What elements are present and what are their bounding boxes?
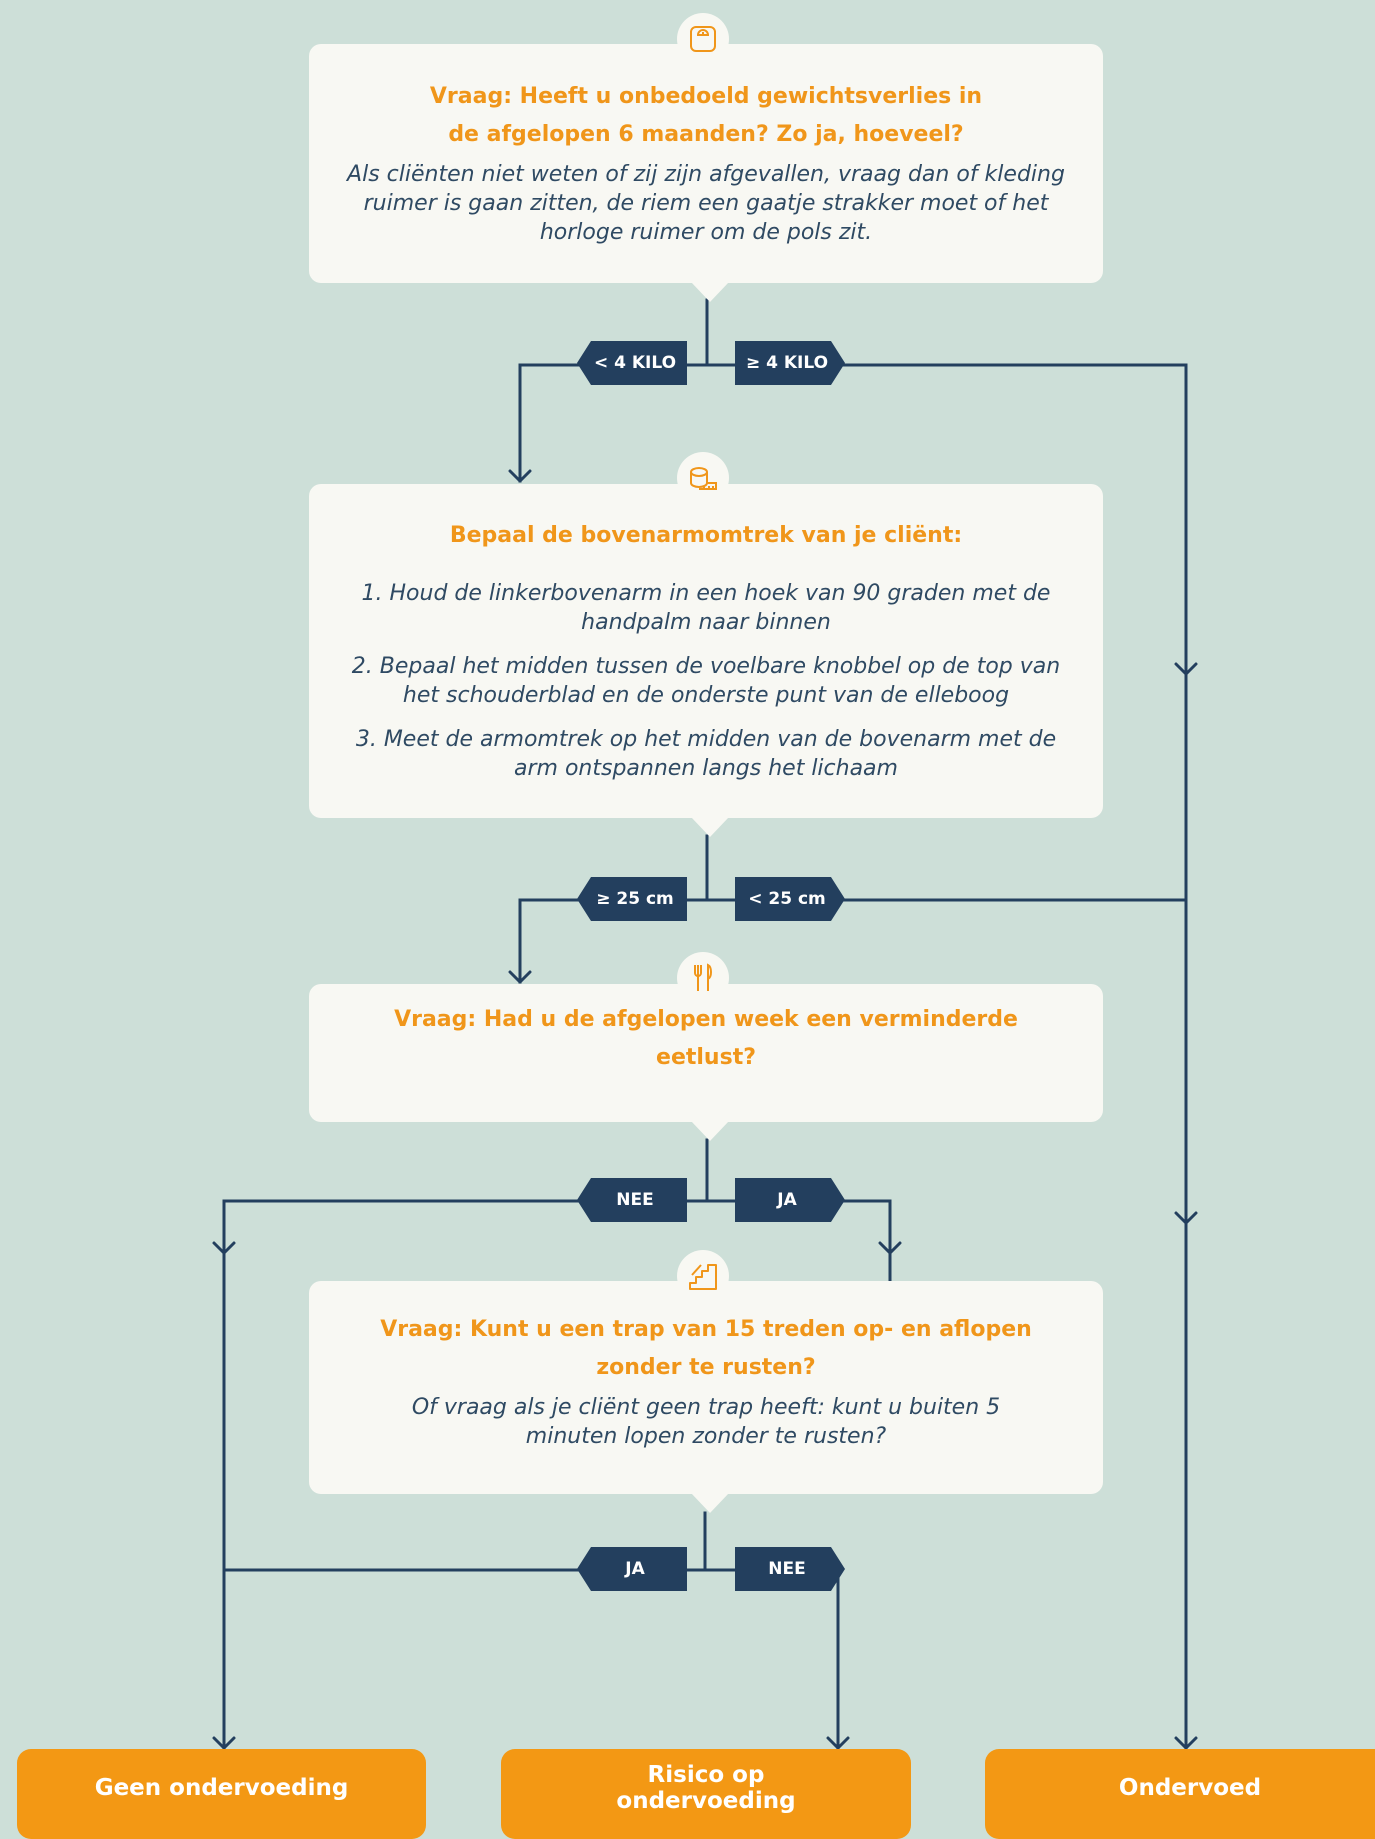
step-stairs-question: Vraag: Kunt u een trap van 15 treden op-… (380, 1317, 1032, 1380)
arm-instructions-list: 1. Houd de linkerbovenarm in een hoek va… (309, 579, 1103, 783)
arrowhead (508, 469, 532, 483)
arm-instruction: 1. Houd de linkerbovenarm in een hoek va… (361, 581, 1051, 635)
step-weight-note: Als cliënten niet weten of zij zijn afge… (347, 162, 1065, 245)
arm-instruction: 2. Bepaal het midden tussen de voelbare … (351, 654, 1061, 708)
card-pointer (691, 282, 729, 302)
arm-instruction: 3. Meet de armomtrek op het midden van d… (355, 727, 1057, 781)
fork-knife-icon (694, 963, 712, 991)
branch-weight-less-4kg: < 4 KILO (577, 341, 687, 385)
branch-stairs-no: NEE (735, 1547, 845, 1591)
arrowhead (1174, 1736, 1198, 1750)
stairs-icon (689, 1264, 717, 1290)
measuring-tape-icon-badge (677, 452, 729, 504)
branch-appetite-no: NEE (577, 1178, 687, 1222)
arrowhead (1174, 1211, 1198, 1225)
fork-knife-icon-badge (677, 952, 729, 1004)
branch-weight-more-4kg: ≥ 4 KILO (735, 341, 845, 385)
branch-stairs-yes: JA (577, 1547, 687, 1591)
arrowhead (212, 1736, 236, 1750)
stairs-icon-badge (677, 1250, 729, 1302)
card-pointer (691, 1121, 729, 1141)
connector-weight-right (705, 363, 1188, 1751)
arrowhead (212, 1241, 236, 1255)
connector-stairs-right (703, 1568, 840, 1751)
arrowhead (826, 1736, 850, 1750)
branch-arm-25cm-or-more: ≥ 25 cm (577, 877, 687, 921)
connector-weight-left (518, 298, 709, 483)
step-arm-card: Bepaal de bovenarmomtrek van je cliënt: … (309, 484, 1103, 837)
outcome-no-malnutrition: Geen ondervoeding (17, 1749, 426, 1839)
arrowhead (508, 970, 532, 984)
step-stairs-card: Vraag: Kunt u een trap van 15 treden op-… (309, 1281, 1103, 1513)
outcome-malnourished: Ondervoed (985, 1749, 1375, 1839)
step-weight-card: Vraag: Heeft u onbedoeld gewichtsverlies… (309, 44, 1103, 302)
card-pointer (691, 817, 729, 837)
arrowhead (878, 1241, 902, 1255)
step-appetite-card: Vraag: Had u de afgelopen week een vermi… (309, 984, 1103, 1141)
scale-icon (690, 26, 716, 52)
step-stairs-note: Of vraag als je cliënt geen trap heeft: … (411, 1395, 1001, 1449)
branch-arm-less-25cm: < 25 cm (735, 877, 845, 921)
step-appetite-question: Vraag: Had u de afgelopen week een vermi… (394, 1007, 1018, 1070)
outcome-risk-malnutrition: Risico op ondervoeding (501, 1749, 911, 1839)
measuring-tape-icon (690, 467, 717, 490)
card-pointer (691, 1493, 729, 1513)
scale-icon-badge (677, 13, 729, 65)
step-arm-title: Bepaal de bovenarmomtrek van je cliënt: (449, 523, 963, 548)
arrowhead (1174, 662, 1198, 676)
step-weight-question: Vraag: Heeft u onbedoeld gewichtsverlies… (429, 84, 983, 147)
connector-appetite-left (222, 1138, 709, 1751)
branch-appetite-yes: JA (735, 1178, 845, 1222)
